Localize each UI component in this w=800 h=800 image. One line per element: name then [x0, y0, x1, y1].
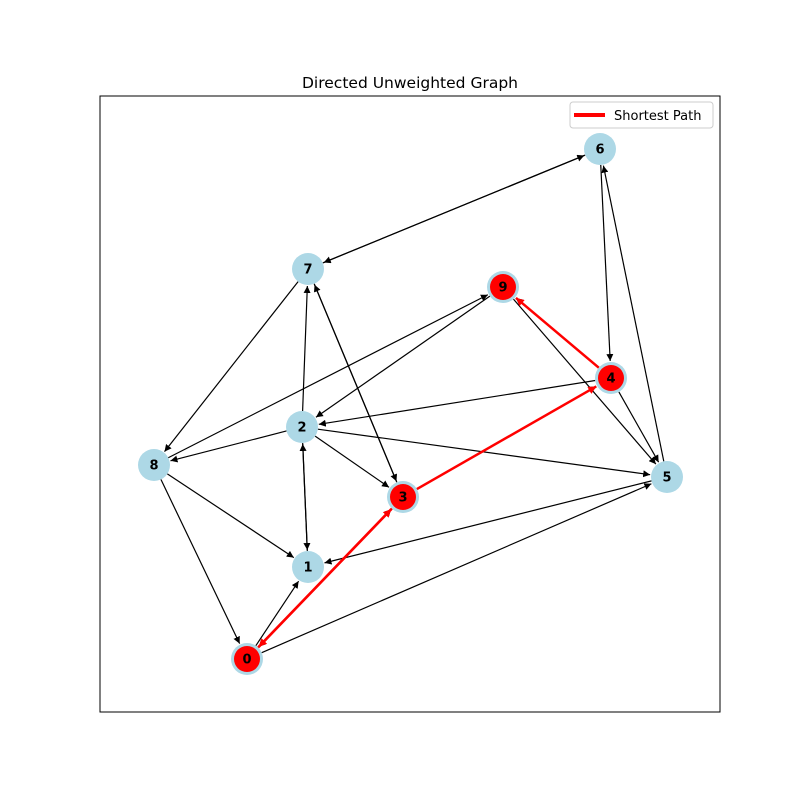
edges-layer — [160, 154, 665, 654]
edge-8-to-1 — [167, 473, 295, 559]
node-1-circle — [292, 551, 324, 583]
edge-5-to-1 — [324, 480, 652, 565]
edge-6-to-4 — [600, 164, 614, 362]
node-9-label: 9 — [498, 281, 507, 296]
node-6: 6 — [584, 133, 616, 165]
edge-9-to-2 — [315, 295, 491, 418]
edge-7-to-8 — [164, 281, 299, 453]
edge-2-to-7 — [302, 285, 311, 412]
edge-4-to-5 — [618, 391, 660, 463]
diagram-title: Directed Unweighted Graph — [302, 74, 518, 92]
edge-9-to-5 — [513, 298, 657, 465]
node-6-circle — [584, 133, 616, 165]
node-7-circle — [292, 253, 324, 285]
node-6-label: 6 — [595, 143, 604, 158]
nodes-layer: 0 1 2 3 4 5 6 7 8 9 — [138, 133, 683, 675]
node-5: 5 — [651, 461, 683, 493]
node-5-circle — [651, 461, 683, 493]
path-edge-0-to-3 — [257, 508, 393, 649]
node-8: 8 — [138, 449, 170, 481]
path-edge-3-to-4 — [416, 385, 597, 491]
edge-8-to-9 — [167, 294, 489, 459]
node-2-label: 2 — [297, 421, 306, 436]
node-9-path-highlight — [490, 274, 516, 300]
node-3-path-highlight — [390, 484, 416, 510]
edge-7-to-3 — [313, 283, 398, 482]
node-1: 1 — [292, 551, 324, 583]
node-7-label: 7 — [303, 263, 312, 278]
node-4-label: 4 — [606, 372, 615, 387]
legend-label: Shortest Path — [614, 109, 701, 124]
node-4-path-highlight — [598, 365, 624, 391]
edge-5-to-6 — [601, 165, 665, 462]
node-9: 9 — [487, 271, 519, 303]
edge-4-to-2 — [318, 379, 596, 427]
node-3: 3 — [387, 481, 419, 513]
edge-0-to-1 — [255, 580, 300, 646]
node-4: 4 — [595, 362, 627, 394]
node-7: 7 — [292, 253, 324, 285]
node-2: 2 — [286, 411, 318, 443]
plot-frame — [99, 95, 721, 713]
node-8-label: 8 — [149, 459, 158, 474]
edge-7-to-6 — [322, 154, 585, 264]
edge-2-to-1 — [302, 442, 311, 551]
edge-2-to-3 — [314, 435, 390, 488]
shortest-path-layer — [257, 296, 600, 649]
edge-8-to-0 — [160, 479, 241, 644]
node-1-label: 1 — [303, 561, 312, 576]
edge-2-to-8 — [170, 430, 287, 463]
node-5-label: 5 — [662, 471, 671, 486]
node-0: 0 — [231, 643, 263, 675]
legend-box — [569, 101, 714, 129]
node-2-circle — [286, 411, 318, 443]
path-edge-4-to-9 — [515, 296, 600, 369]
edge-0-to-5 — [261, 483, 652, 654]
node-8-circle — [138, 449, 170, 481]
legend: Shortest Path — [569, 101, 714, 129]
node-0-label: 0 — [242, 653, 251, 668]
node-0-path-highlight — [234, 646, 260, 672]
node-3-label: 3 — [398, 491, 407, 506]
